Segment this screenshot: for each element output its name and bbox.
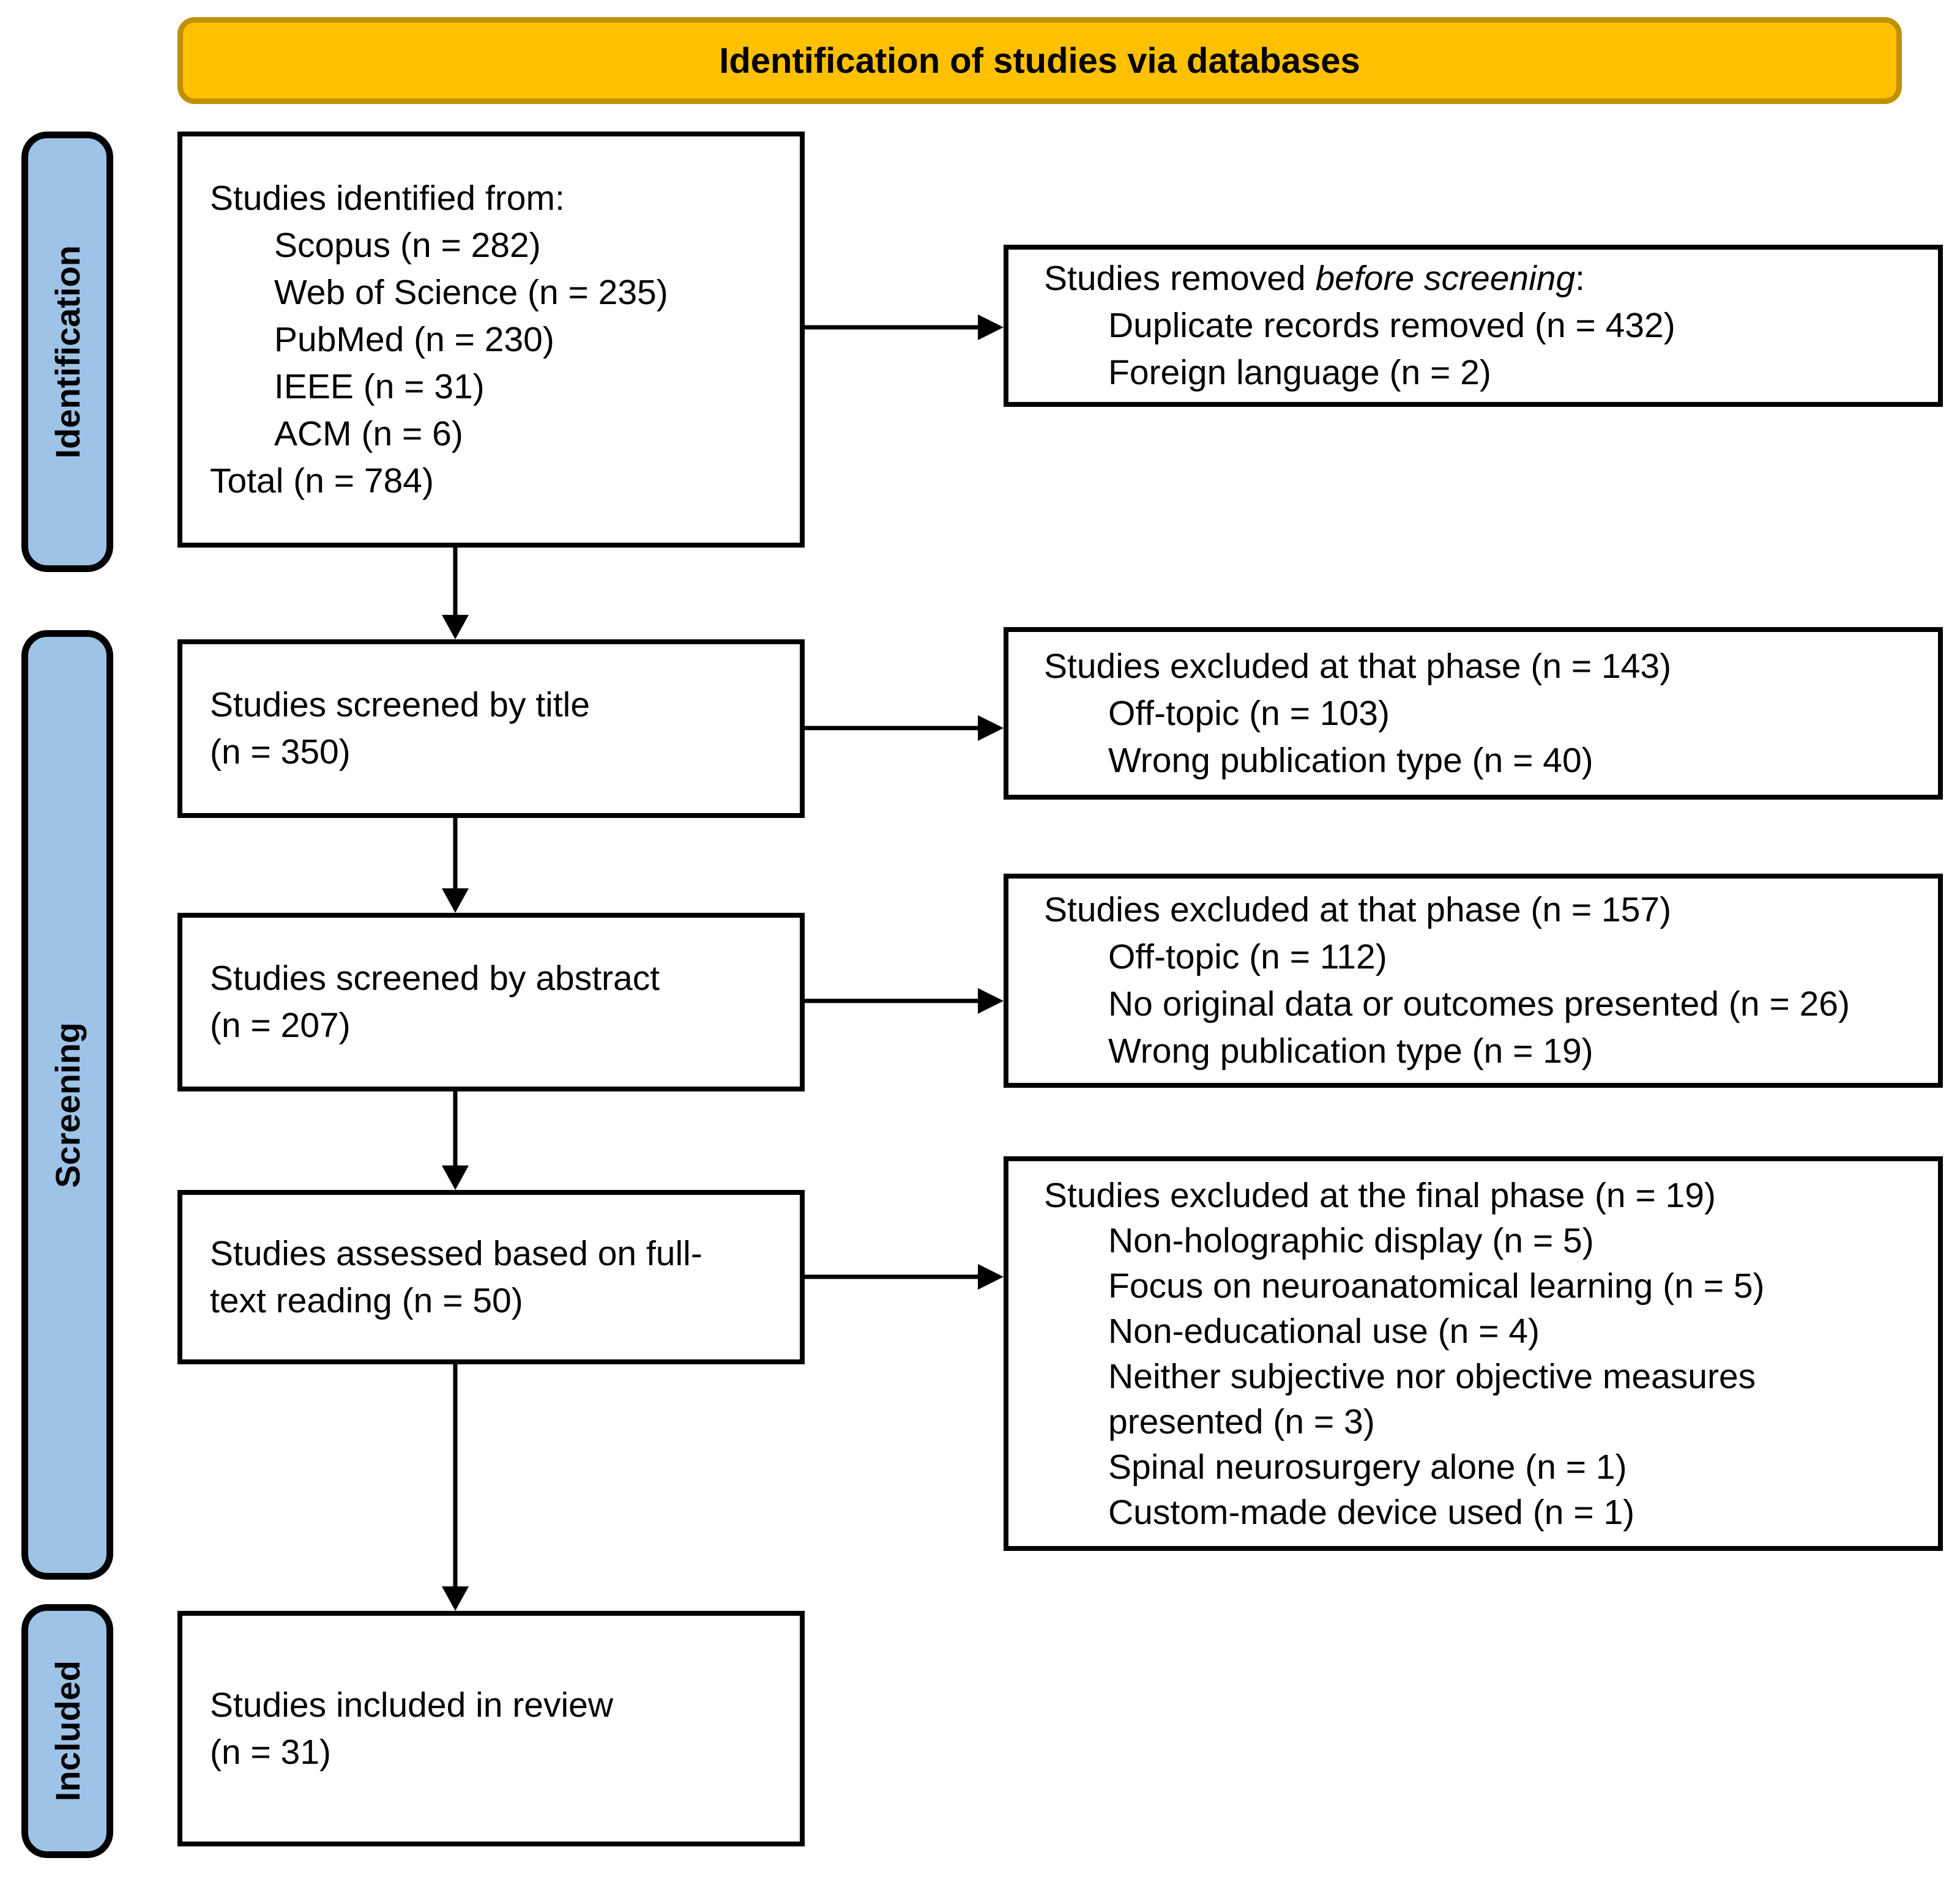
flow-box-line: Web of Science (n = 235): [274, 272, 668, 312]
exclusion-header: Studies excluded at that phase (n = 143): [1044, 646, 1672, 686]
arrow-down-fulltext-to-included: [442, 1364, 469, 1611]
arrow-stem: [805, 726, 979, 730]
flow-box-line: PubMed (n = 230): [274, 319, 554, 359]
flow-box-line: Studies included in review: [210, 1685, 614, 1725]
exclusion-box-abstract-phase: Studies excluded at that phase (n = 157)…: [1004, 874, 1943, 1088]
arrow-down-abstract-to-fulltext: [442, 1091, 469, 1190]
exclusion-header: Studies excluded at that phase (n = 157): [1044, 890, 1672, 929]
flow-box-screened-by-abstract: Studies screened by abstract (n = 207): [177, 913, 805, 1091]
arrow-right-title-to-excluded: [805, 715, 1004, 741]
flow-box-line: (n = 31): [210, 1732, 332, 1772]
arrow-stem: [805, 325, 979, 330]
banner: Identification of studies via databases: [177, 17, 1902, 104]
flow-box-line: Scopus (n = 282): [274, 225, 541, 265]
arrowhead-down-icon: [442, 615, 469, 639]
arrowhead-down-icon: [442, 888, 469, 913]
arrowhead-right-icon: [978, 1264, 1004, 1290]
stage-label-screening: Screening: [21, 630, 113, 1580]
exclusion-item: Non-holographic display (n = 5): [1108, 1221, 1594, 1260]
arrowhead-right-icon: [978, 715, 1004, 741]
flow-box-studies-identified: Studies identified from: Scopus (n = 282…: [177, 132, 805, 548]
flow-box-line: Studies assessed based on full-: [210, 1233, 702, 1273]
arrow-down-identified-to-title: [442, 548, 469, 639]
arrow-down-title-to-abstract: [442, 818, 469, 913]
exclusion-item: Non-educational use (n = 4): [1108, 1311, 1540, 1351]
arrow-right-abstract-to-excluded: [805, 988, 1004, 1014]
flow-box-line: Studies identified from:: [210, 178, 565, 218]
exclusion-item: Off-topic (n = 103): [1108, 693, 1390, 733]
arrow-stem: [453, 1364, 458, 1588]
exclusion-item: No original data or outcomes presented (…: [1108, 984, 1850, 1024]
flow-box-line: Studies screened by abstract: [210, 959, 660, 998]
exclusion-item: Duplicate records removed (n = 432): [1108, 306, 1675, 345]
stage-label-identification: Identification: [21, 132, 113, 572]
arrow-right-identified-to-removed: [805, 314, 1004, 340]
flow-box-line: text reading (n = 50): [210, 1280, 523, 1320]
exclusion-header: Studies removed before screening:: [1044, 259, 1586, 298]
stage-label-text: Screening: [48, 1022, 87, 1188]
arrowhead-down-icon: [442, 1586, 469, 1611]
exclusion-item: Focus on neuroanatomical learning (n = 5…: [1108, 1266, 1765, 1306]
arrow-stem: [453, 1091, 458, 1167]
stage-label-text: Identification: [48, 245, 87, 459]
exclusion-item: Wrong publication type (n = 19): [1108, 1031, 1593, 1071]
flow-box-line: Total (n = 784): [210, 461, 434, 500]
flow-box-line: (n = 207): [210, 1006, 351, 1045]
flow-box-screened-by-title: Studies screened by title (n = 350): [177, 639, 805, 818]
arrowhead-down-icon: [442, 1165, 469, 1190]
flow-box-line: IEEE (n = 31): [274, 366, 485, 406]
arrow-stem: [805, 998, 979, 1003]
exclusion-item: Wrong publication type (n = 40): [1108, 740, 1593, 780]
exclusion-box-title-phase: Studies excluded at that phase (n = 143)…: [1004, 627, 1943, 800]
arrow-stem: [805, 1274, 979, 1279]
arrow-right-fulltext-to-excluded: [805, 1264, 1004, 1290]
flow-box-included-in-review: Studies included in review (n = 31): [177, 1611, 805, 1846]
flow-box-assessed-full-text: Studies assessed based on full- text rea…: [177, 1190, 805, 1364]
flow-box-line: ACM (n = 6): [274, 414, 463, 453]
stage-label-text: Included: [48, 1660, 87, 1802]
exclusion-box-final-phase: Studies excluded at the final phase (n =…: [1004, 1156, 1943, 1551]
flow-box-line: (n = 350): [210, 732, 351, 771]
arrow-stem: [453, 548, 458, 616]
flow-box-line: Studies screened by title: [210, 685, 591, 724]
arrowhead-right-icon: [978, 988, 1004, 1014]
exclusion-box-removed-before-screening: Studies removed before screening: Duplic…: [1004, 245, 1943, 407]
exclusion-item: Custom-made device used (n = 1): [1108, 1492, 1635, 1532]
exclusion-item: Neither subjective nor objective measure…: [1108, 1356, 1756, 1441]
arrowhead-right-icon: [978, 314, 1004, 340]
banner-title: Identification of studies via databases: [719, 40, 1360, 81]
stage-label-included: Included: [21, 1604, 113, 1858]
exclusion-item: Foreign language (n = 2): [1108, 353, 1491, 392]
exclusion-item: Spinal neurosurgery alone (n = 1): [1108, 1447, 1627, 1487]
italic-phrase: before screening: [1315, 259, 1576, 298]
exclusion-item: Off-topic (n = 112): [1108, 937, 1387, 976]
exclusion-header: Studies excluded at the final phase (n =…: [1044, 1175, 1716, 1215]
arrow-stem: [453, 818, 458, 890]
